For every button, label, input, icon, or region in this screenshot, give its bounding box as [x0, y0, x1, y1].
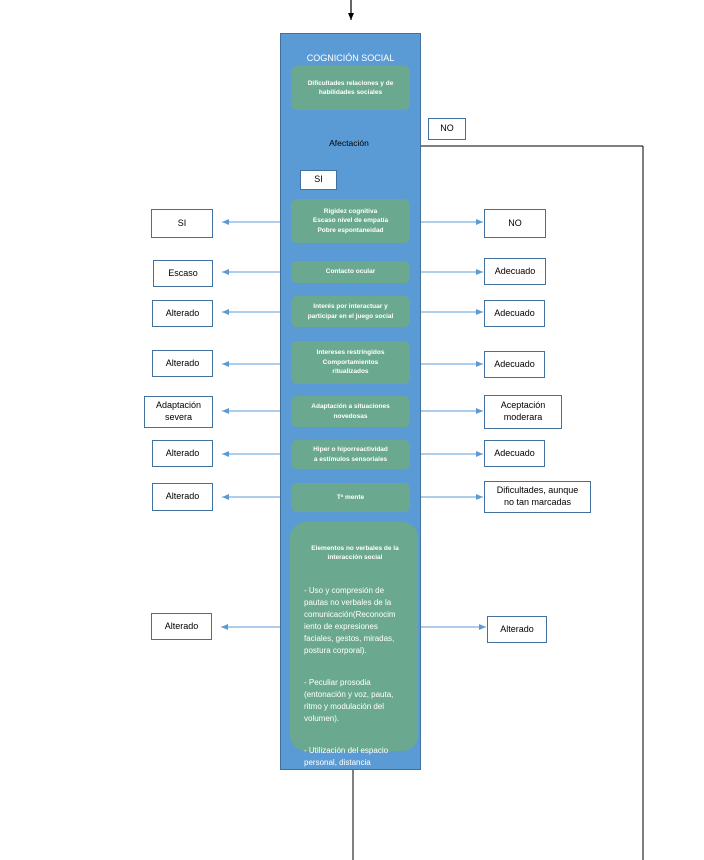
column-title: COGNICIÓN SOCIAL — [306, 53, 395, 63]
right-outcome-social-interest: Adecuado — [484, 300, 545, 327]
nonverbal-point-gestures: - Uso y compresión de pautas no verbales… — [304, 585, 396, 655]
row-node-eye-contact: Contacto ocular — [291, 261, 410, 283]
right-outcome-rigidity: NO — [484, 209, 546, 238]
nonverbal-heading: Elementos no verbales de la interacción … — [311, 545, 399, 562]
intro-node: Dificultades relaciones y de habilidades… — [291, 66, 410, 110]
right-outcome-restricted-interests: Adecuado — [484, 351, 545, 378]
right-outcome-nonverbal: Alterado — [487, 616, 547, 643]
right-outcome-theory-of-mind: Dificultades, aunque no tan marcadas — [484, 481, 591, 513]
left-outcome-sensory-reactivity: Alterado — [152, 440, 213, 467]
left-outcome-social-interest: Alterado — [152, 300, 213, 327]
row-node-theory-of-mind: Tª mente — [291, 483, 410, 512]
row-node-novel-situations: Adaptación a situaciones novedosas — [291, 396, 410, 427]
left-outcome-eye-contact: Escaso — [153, 260, 213, 287]
left-outcome-theory-of-mind: Alterado — [152, 483, 213, 511]
left-outcome-restricted-interests: Alterado — [152, 350, 213, 377]
left-outcome-rigidity: SI — [151, 209, 213, 238]
right-outcome-eye-contact: Adecuado — [484, 258, 546, 285]
row-node-restricted-interests: Intereses restringidos Comportamientos r… — [291, 341, 410, 384]
nonverbal-point-prosody: - Peculiar prosodia (entonación y voz, p… — [304, 677, 394, 723]
row-node-sensory-reactivity: Hiper o hiporreactividad a estímulos sen… — [291, 440, 410, 469]
decision-no-label: NO — [428, 118, 466, 140]
row-node-social-interest: Interés por interactuar y participar en … — [291, 296, 410, 327]
row-node-rigidity: Rigidez cognitiva Escaso nivel de empatí… — [291, 199, 410, 243]
left-outcome-nonverbal: Alterado — [151, 613, 212, 640]
right-outcome-novel-situations: Aceptación moderara — [484, 395, 562, 429]
right-outcome-sensory-reactivity: Adecuado — [484, 440, 545, 467]
left-outcome-novel-situations: Adaptación severa — [144, 396, 213, 428]
decision-label: Afectación — [329, 138, 369, 148]
nonverbal-elements-node: Elementos no verbales de la interacción … — [290, 522, 418, 779]
nonverbal-point-personal-space: - Utilización del espacio personal, dist… — [304, 745, 389, 779]
decision-yes-label: SI — [300, 170, 337, 190]
